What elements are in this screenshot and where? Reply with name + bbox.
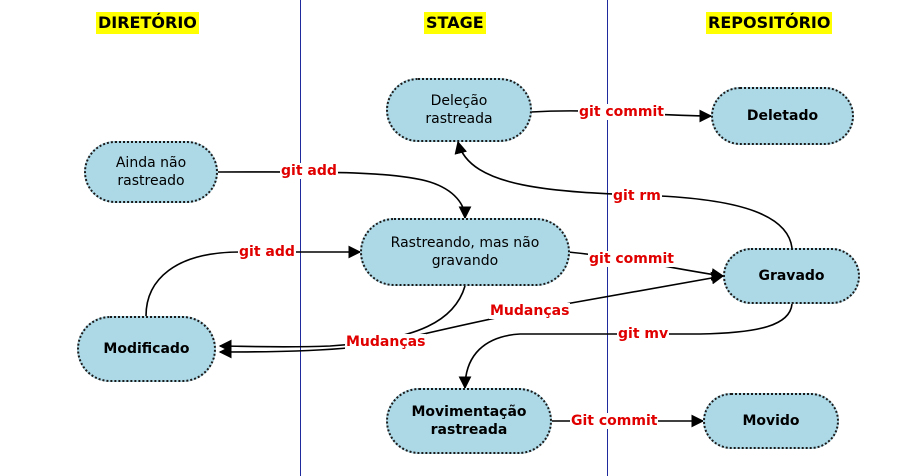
edge-label-git-mv: git mv <box>617 326 670 342</box>
node-untracked: Ainda não rastreado <box>84 141 218 203</box>
column-title-repositorio: REPOSITÓRIO <box>706 12 833 34</box>
node-moved: Movido <box>703 393 839 449</box>
node-move-tracked: Movimentação rastreada <box>386 388 552 454</box>
column-title-diretorio: DIRETÓRIO <box>96 12 199 34</box>
edge-label-git-rm: git rm <box>612 188 662 204</box>
column-divider-right <box>607 0 608 476</box>
node-deletion-tracked-label: Deleção rastreada <box>425 93 493 127</box>
column-divider-left <box>300 0 301 476</box>
edge-label-mudancas-saved: Mudanças <box>489 303 571 319</box>
node-saved: Gravado <box>723 248 860 304</box>
edge-label-mudancas-stage: Mudanças <box>345 334 427 350</box>
node-deletion-tracked: Deleção rastreada <box>386 78 532 142</box>
node-tracked-not-saved-label: Rastreando, mas não gravando <box>390 235 540 269</box>
node-move-tracked-label: Movimentação rastreada <box>411 404 527 438</box>
edge-git-add-new <box>217 171 472 220</box>
node-deleted-label: Deletado <box>746 108 819 124</box>
edge-label-git-commit-move: Git commit <box>570 413 659 429</box>
edge-git-add-modified <box>145 245 362 317</box>
edge-label-git-add-modified: git add <box>238 244 296 260</box>
column-title-stage: STAGE <box>424 12 486 34</box>
node-modified: Modificado <box>77 316 216 382</box>
node-modified-label: Modificado <box>103 341 190 357</box>
node-tracked-not-saved: Rastreando, mas não gravando <box>360 218 570 286</box>
edge-label-git-commit-save: git commit <box>588 251 675 267</box>
edge-label-git-commit-delete: git commit <box>578 104 665 120</box>
edge-git-mv <box>458 303 793 390</box>
edge-label-git-add-new: git add <box>280 163 338 179</box>
node-untracked-label: Ainda não rastreado <box>115 155 187 189</box>
node-saved-label: Gravado <box>758 268 825 284</box>
node-deleted: Deletado <box>711 87 854 145</box>
edge-mudancas-stage <box>218 285 466 353</box>
node-moved-label: Movido <box>742 413 800 429</box>
